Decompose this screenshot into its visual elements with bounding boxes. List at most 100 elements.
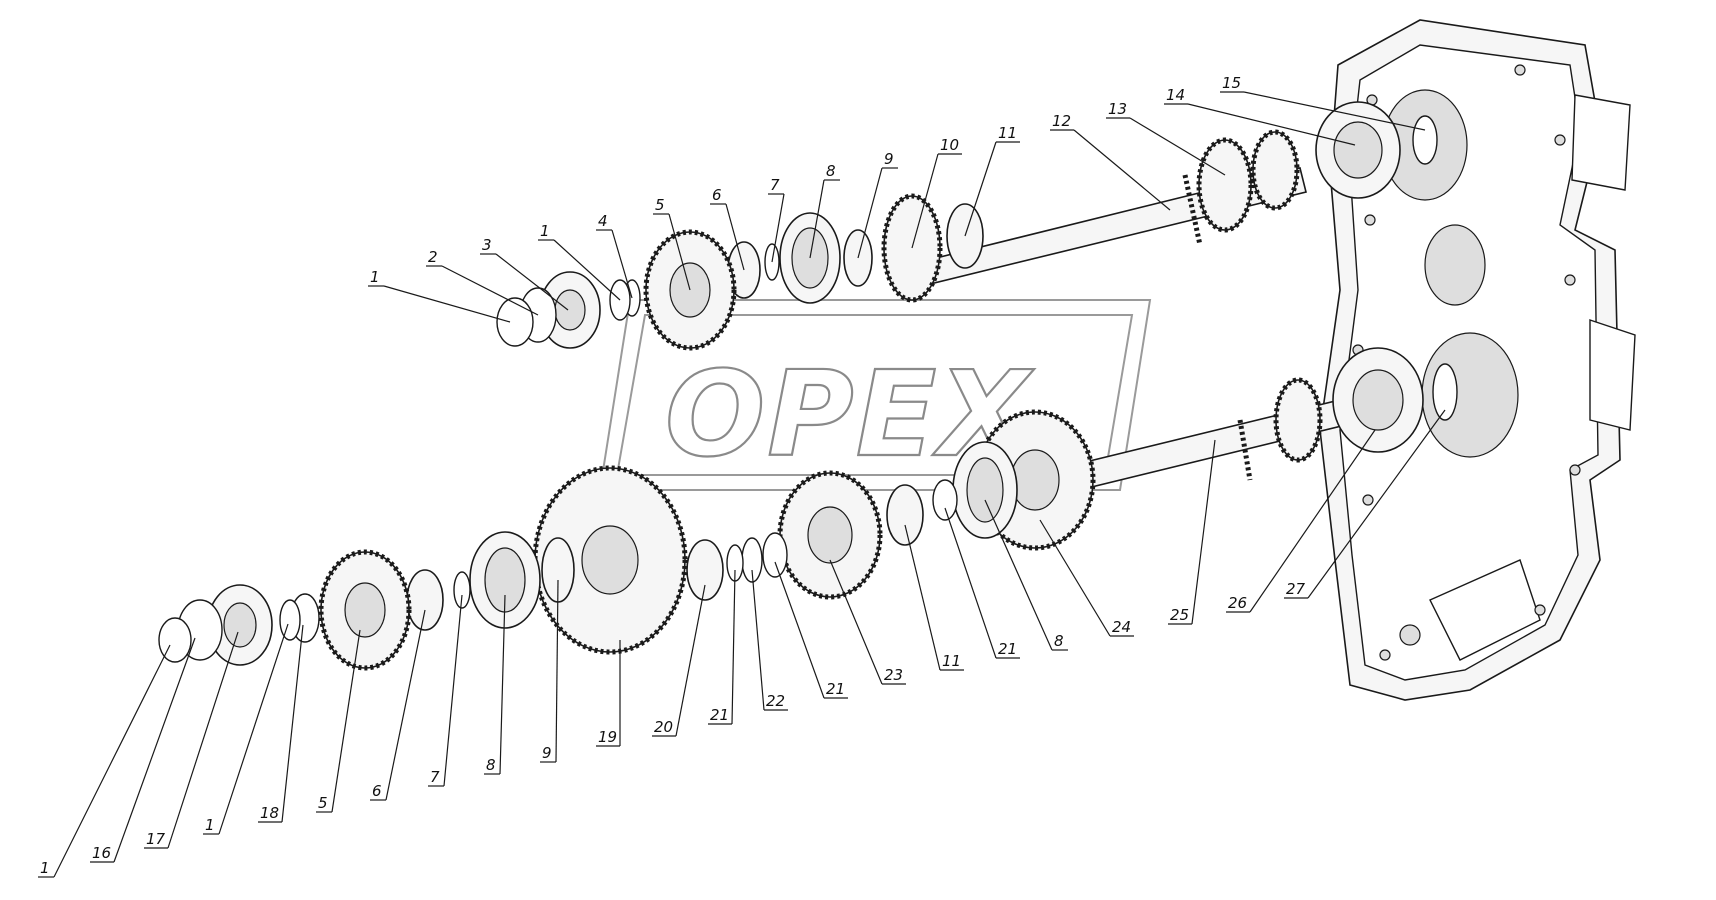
callout-label: 26: [1228, 594, 1247, 612]
callout-c-18: 18: [258, 624, 304, 823]
callout-c-14: 14: [1164, 86, 1356, 146]
callout-label: 20: [654, 718, 673, 736]
callout-leader-line: [984, 499, 1053, 651]
callout-c-10: 10: [911, 136, 962, 249]
callout-leader-line: [1039, 519, 1111, 637]
callout-c-8-bot-a: 8: [484, 594, 506, 775]
callout-c-7-bot: 7: [428, 594, 463, 787]
snap-ring-21-c: [932, 479, 958, 521]
callout-label: 16: [92, 844, 111, 862]
bearing-26-bore: [1352, 369, 1404, 431]
callout-c-25: 25: [1168, 439, 1216, 625]
callout-c-8-top: 8: [809, 162, 840, 259]
callout-c-23: 23: [829, 559, 906, 685]
gear-24-bore: [1010, 449, 1060, 511]
housing-bolt-hole: [1514, 64, 1526, 76]
callout-c-1-top-a: 1: [368, 268, 511, 323]
callout-label: 27: [1286, 580, 1306, 598]
housing-bolt-hole: [1364, 214, 1376, 226]
housing-bolt-hole: [1569, 464, 1581, 476]
gear-5-top-teeth: [643, 229, 737, 351]
callout-leader-line: [1307, 409, 1446, 599]
gear-24-teeth: [974, 409, 1096, 551]
callout-leader-line: [944, 507, 997, 659]
bearing-3-bore: [554, 289, 586, 331]
housing-lower-pocket: [1429, 559, 1541, 661]
callout-label: 2: [428, 248, 438, 266]
callout-leader-line: [725, 203, 745, 271]
callout-c-6-bot: 6: [370, 609, 426, 801]
callout-c-22: 22: [751, 569, 788, 711]
callout-leader-line: [167, 631, 239, 849]
callout-label: 17: [146, 830, 166, 848]
callout-label: 6: [372, 782, 382, 800]
callout-leader-line: [499, 594, 506, 775]
bearing-20: [686, 539, 724, 601]
callout-leader-line: [731, 569, 736, 725]
callout-c-1-bot-a: 1: [38, 644, 171, 878]
callout-leader-line: [1187, 103, 1356, 146]
callout-leader-line: [1249, 429, 1376, 613]
callout-c-11-bot: 11: [904, 524, 964, 671]
bearing-17-bore: [223, 602, 257, 648]
callout-c-13: 13: [1106, 100, 1226, 176]
snap-ring-7-bot: [453, 571, 471, 609]
snap-ring-21-b: [762, 532, 788, 578]
gear-5-bot-bore: [344, 582, 386, 638]
gear-13b-teeth: [1250, 129, 1300, 211]
callout-leader-line: [281, 624, 304, 823]
callout-leader-line: [1129, 117, 1226, 176]
callout-c-21-a: 21: [708, 569, 736, 725]
callout-label: 4: [598, 212, 608, 230]
callout-label: 5: [655, 196, 665, 214]
callout-label: 5: [318, 794, 328, 812]
callout-c-16: 16: [90, 637, 196, 863]
gear-19-teeth: [532, 465, 688, 655]
callout-leader-line: [1243, 91, 1426, 131]
callout-leader-line: [385, 609, 426, 801]
housing-bolt-hole: [1534, 604, 1546, 616]
lower-shaft-splines: [1237, 419, 1253, 481]
callout-label: 6: [712, 186, 722, 204]
housing-top-flange: [1571, 94, 1631, 191]
callout-leader-line: [383, 285, 511, 323]
callout-label: 21: [826, 680, 845, 698]
callout-c-11-top: 11: [964, 124, 1020, 237]
callout-leader-line: [1073, 129, 1171, 211]
callout-c-6-top: 6: [710, 186, 745, 271]
callout-c-3: 3: [480, 236, 569, 311]
callout-leader-line: [331, 629, 361, 813]
callout-c-21-c: 21: [944, 507, 1020, 659]
callout-c-26: 26: [1226, 429, 1376, 613]
housing-bolt-hole: [1362, 494, 1374, 506]
callout-label: 9: [884, 150, 894, 168]
lower-shaft-gear-teeth: [1273, 377, 1323, 463]
callout-leader-line: [904, 524, 941, 671]
lower-shaft-assembly: [158, 347, 1458, 671]
housing-drain-port: [1399, 624, 1421, 646]
callout-label: 10: [940, 136, 959, 154]
callout-label: 21: [998, 640, 1017, 658]
circlip-1-bot-a: [158, 617, 192, 663]
callout-label: 14: [1166, 86, 1185, 104]
callout-leader-line: [553, 239, 621, 301]
callout-c-2: 2: [426, 248, 539, 316]
callout-label: 9: [542, 744, 552, 762]
callout-label: 8: [1054, 632, 1064, 650]
gear-23-bore: [807, 506, 853, 564]
callout-c-9-bot: 9: [540, 579, 559, 763]
callout-c-5-top: 5: [653, 196, 691, 291]
callout-c-19: 19: [596, 640, 621, 747]
callout-leader-line: [751, 569, 765, 711]
callout-c-12: 12: [1050, 112, 1171, 211]
callout-c-4: 4: [596, 212, 633, 299]
callout-leader-line: [555, 579, 559, 763]
callout-label: 11: [998, 124, 1017, 142]
housing-bolt-hole: [1564, 274, 1576, 286]
callout-leader-line: [675, 584, 706, 737]
callout-label: 19: [598, 728, 617, 746]
callout-label: 24: [1112, 618, 1131, 636]
callout-leader-line: [443, 594, 463, 787]
